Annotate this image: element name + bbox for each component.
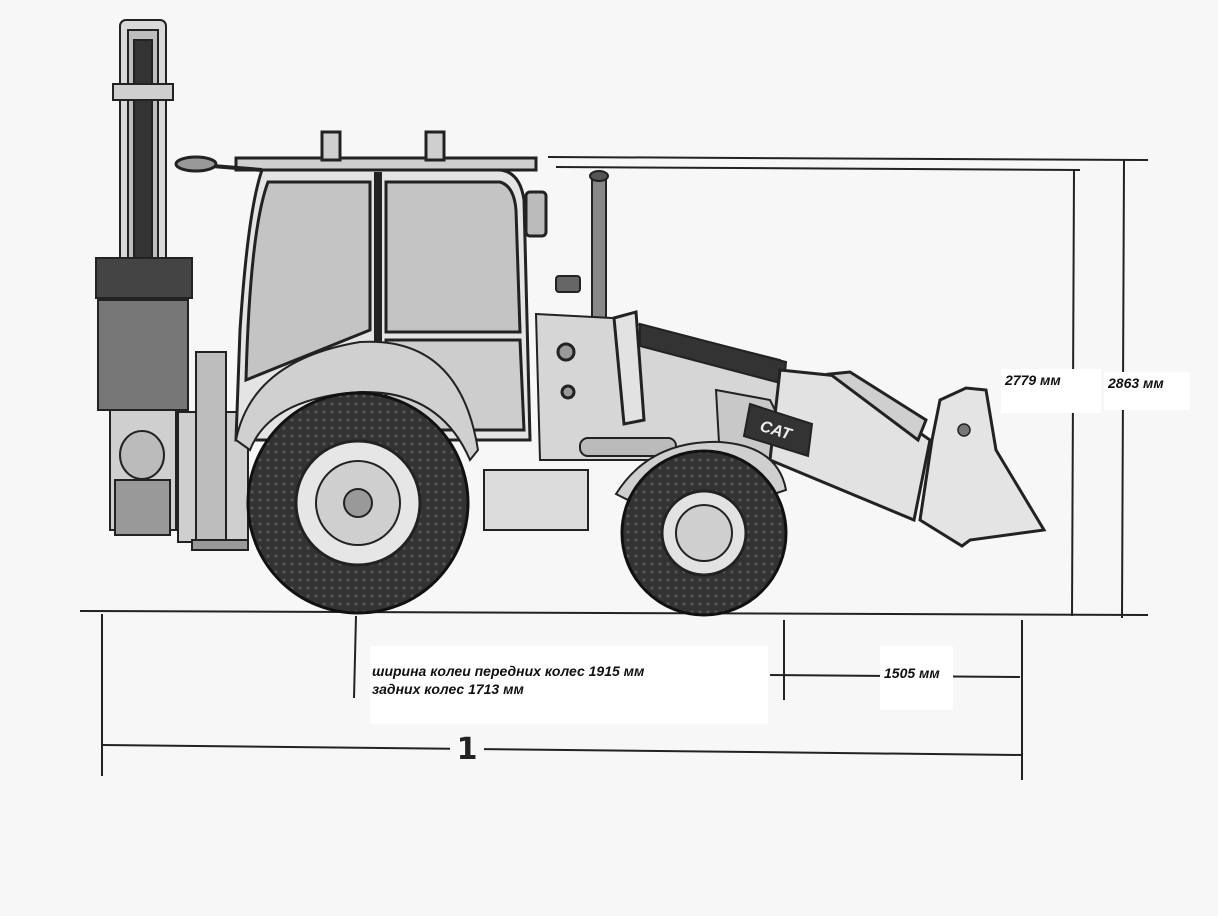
rear-wheel	[246, 391, 470, 615]
front-wheel	[620, 449, 788, 617]
rear-fender	[234, 340, 480, 462]
height-inner-label: 2779 мм	[1001, 369, 1101, 413]
track-width-label: ширина колеи передних колес 1915 мм задн…	[370, 646, 768, 724]
front-overhang-label: 1505 мм	[880, 646, 953, 710]
cat-badge: CAT	[742, 402, 814, 458]
backhoe-arm	[95, 19, 193, 536]
height-outer-label: 2863 мм	[1104, 372, 1190, 410]
ground-line	[79, 610, 1149, 616]
exhaust-stack	[555, 170, 609, 321]
track-rear-text: задних колес 1713 мм	[372, 681, 524, 697]
loader-arm	[556, 310, 932, 523]
front-bucket	[918, 386, 1047, 548]
track-front-text: ширина колеи передних колес 1915 мм	[372, 663, 645, 679]
rear-stabilizer	[177, 351, 249, 551]
overall-length-marker: 1	[450, 730, 484, 770]
